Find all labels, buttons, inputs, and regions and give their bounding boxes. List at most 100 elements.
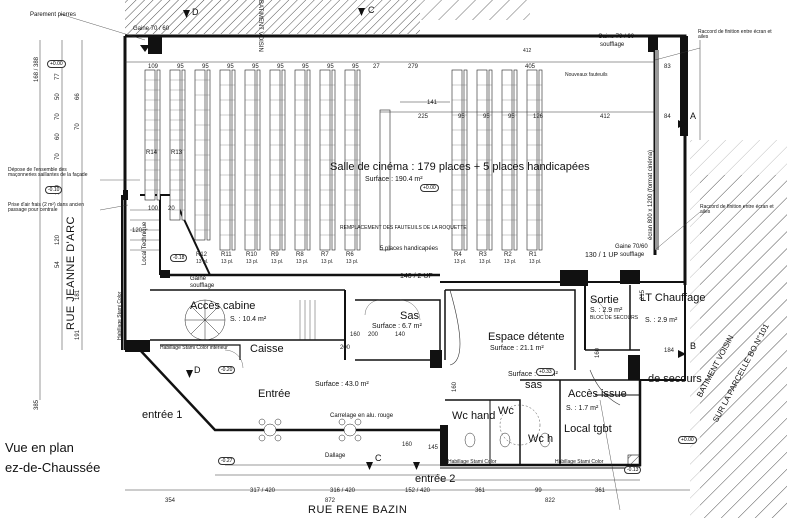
- dim-bottom: 822: [545, 498, 556, 504]
- gaine-bottom-label: Gaine: [190, 276, 207, 282]
- dim-left: 50: [55, 93, 61, 100]
- entree1-label: entrée 1: [142, 409, 183, 421]
- dim-left: 54: [55, 261, 61, 268]
- fauteuils-note: Nouveaux fauteuils: [565, 72, 608, 78]
- dim-mid: 95: [508, 114, 515, 120]
- dim-misc: 160: [595, 347, 601, 358]
- dim-bottom: 361: [475, 488, 486, 494]
- section-mark-d-bottom: D: [194, 365, 201, 375]
- dim-misc: 120: [132, 228, 143, 234]
- gaine-top-left-label: Gaine 70 / 60: [133, 26, 170, 32]
- dim-misc: 160: [350, 332, 361, 338]
- dim-misc: 160: [452, 381, 458, 392]
- dim-mid: 412: [600, 114, 611, 120]
- floor-title: ez-de-Chaussée: [5, 460, 101, 475]
- row-places: 13 pl.: [321, 259, 334, 265]
- lt-chauffage-room: LT Chauffage: [640, 292, 706, 304]
- issue-extra: de secours: [648, 373, 702, 385]
- parement-label: Parement pierres: [30, 12, 77, 18]
- acces-issue-label: Accès issue: [568, 388, 627, 400]
- sortie-surface: S. : 2.9 m²: [590, 307, 623, 314]
- habillage-mid-label: Habillage Stami Color intérieur: [160, 345, 228, 351]
- wc-hand-room: Wc hand: [452, 410, 496, 422]
- dim-mid: 84: [664, 114, 671, 120]
- local-tgbt-surface: S. : 1.7 m²: [566, 405, 599, 412]
- top-building-label: BATIMENT VOISIN: [257, 0, 263, 52]
- dim-top: 95: [202, 64, 209, 70]
- row-places: 13 pl.: [271, 259, 284, 265]
- row-places: 13 pl.: [529, 259, 542, 265]
- dim-bottom: 99: [535, 488, 542, 494]
- dim-misc: 215: [640, 289, 646, 300]
- dim-misc: 145: [428, 445, 439, 451]
- carrelage-label: Carrelage en alu. rouge: [330, 413, 394, 419]
- dim-mid: 141: [427, 100, 438, 106]
- seats-right-label: 412: [523, 48, 532, 54]
- dim-top: 95: [352, 64, 359, 70]
- dim-misc: 184: [664, 348, 675, 354]
- row-label: R13: [171, 150, 183, 156]
- row-label: R2: [504, 252, 512, 258]
- level-marker: -0.20: [218, 366, 236, 374]
- dim-left: 70: [75, 123, 81, 130]
- dim-left: 191: [75, 329, 81, 340]
- row-label: R4: [454, 252, 462, 258]
- dim-left: 168 / 388: [34, 56, 40, 82]
- entree-surface: Surface : 43.0 m²: [315, 381, 369, 388]
- section-mark-d-top: D: [192, 7, 199, 17]
- row-places: 13 pl.: [346, 259, 359, 265]
- lt-chauffage-surface: S. : 2.9 m²: [645, 317, 678, 324]
- dim-top: 83: [664, 64, 671, 70]
- habillage-left-label: Habillage Stami Color: [117, 291, 123, 340]
- caisse-room: Caisse: [250, 343, 284, 355]
- row-label: R3: [479, 252, 487, 258]
- soufflage-label: soufflage: [600, 42, 625, 48]
- soufflage2-label: soufflage: [620, 252, 645, 258]
- habillage-b1-label: Habillage Stami Color: [448, 459, 497, 465]
- neighbour-building-top: [125, 0, 420, 34]
- row-places: 13 pl.: [479, 259, 492, 265]
- row-label: R11: [221, 252, 232, 258]
- level-marker: +0.00: [420, 184, 439, 192]
- dim-misc: 200: [368, 332, 379, 338]
- dim-top: 95: [302, 64, 309, 70]
- dim-mid: 126: [533, 114, 544, 120]
- raccord-bottom-label: Raccord de finition entre écran et ailes: [700, 204, 774, 215]
- up140-label: 140 / 2 UP: [400, 273, 434, 280]
- gaine-right-label: Gaine 70/60: [615, 244, 648, 250]
- dim-left: 181: [75, 289, 81, 300]
- cinema-surface: Surface : 190.4 m²: [365, 176, 423, 183]
- level-marker: -0.10: [45, 186, 63, 194]
- dim-top: 95: [252, 64, 259, 70]
- dim-bottom: 354: [165, 498, 176, 504]
- dim-top: 95: [177, 64, 184, 70]
- dim-misc: 20: [168, 206, 175, 212]
- dim-left: 60: [55, 133, 61, 140]
- row-places: 13 pl.: [504, 259, 517, 265]
- dim-bottom: 316 / 420: [330, 488, 356, 494]
- up130-label: 130 / 1 UP: [585, 252, 619, 259]
- acces-cabine-surface: S. : 10.4 m²: [230, 316, 267, 323]
- section-mark-a: A: [690, 111, 697, 121]
- local-tech-label: Local Technique: [142, 221, 148, 265]
- level-marker: -0.13: [624, 466, 642, 474]
- habillage-b2-label: Habillage Stami Color: [555, 459, 604, 465]
- dim-left: 385: [34, 399, 40, 410]
- level-marker: -0.18: [170, 254, 188, 262]
- level-marker: +0.00: [678, 436, 697, 444]
- cinema-title: Salle de cinéma : 179 places + 5 places …: [330, 161, 590, 173]
- dallage-label: Dallage: [325, 453, 346, 459]
- dim-top: 109: [148, 64, 159, 70]
- section-mark-c-top: C: [368, 5, 375, 15]
- dim-top: 405: [525, 64, 536, 70]
- dim-mid: 95: [458, 114, 465, 120]
- dim-bottom: 361: [595, 488, 606, 494]
- dim-left: 120: [55, 234, 61, 245]
- dim-top: 95: [227, 64, 234, 70]
- raccord-top-label: Raccord de finition entre écran et ailes: [698, 29, 772, 40]
- row-places: 13 pl.: [196, 259, 209, 265]
- bloc-label: BLOC DE SECOURS: [590, 315, 639, 321]
- espace-detente-surface: Surface : 21.1 m²: [490, 345, 544, 352]
- dim-mid: 95: [483, 114, 490, 120]
